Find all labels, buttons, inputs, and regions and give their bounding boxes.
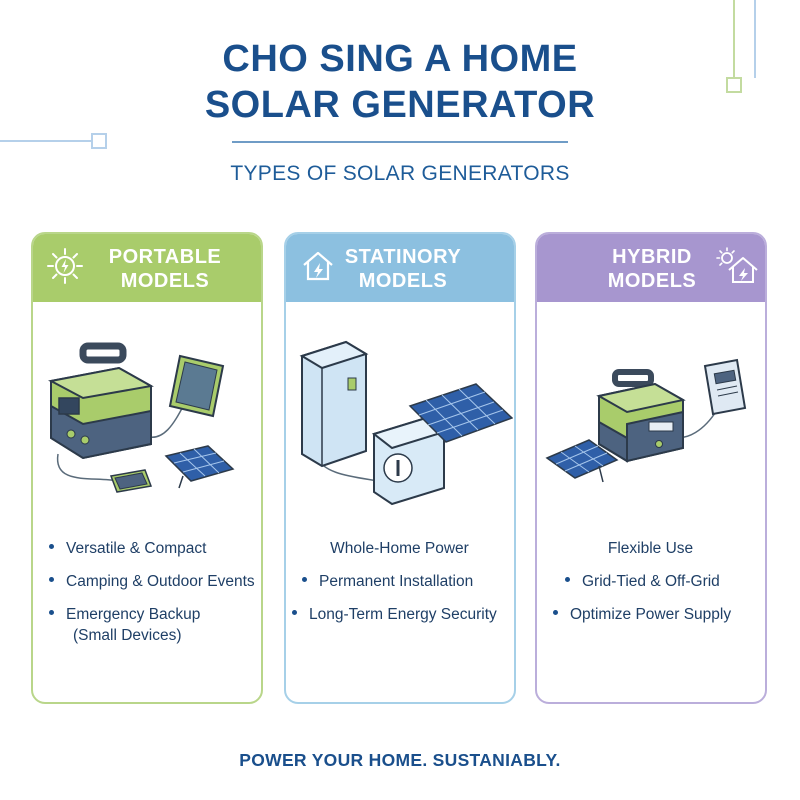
bullet-dot (292, 610, 297, 616)
title-line-1: CHO SING A HOME (222, 38, 578, 80)
card-title-line-2: MODELS (607, 270, 697, 292)
bullet-item: Optimize Power Supply (553, 606, 731, 624)
bullet-item: Long-Term Energy Security (292, 606, 497, 624)
card-portable-models: PORTABLE MODELS Versatile & Compact Camp… (31, 232, 263, 704)
portable-generator-illustration (48, 342, 235, 493)
bullet-item: Flexible Use (607, 540, 694, 557)
page-title: CHO SING A HOME SOLAR GENERATOR (0, 36, 800, 128)
bullet-item: Versatile & Compact (49, 540, 206, 558)
title-divider (232, 141, 568, 143)
bullet-item: Permanent Installation (302, 573, 473, 591)
bullet-item: Camping & Outdoor Events (49, 573, 255, 591)
circuit-decoration-right (726, 0, 756, 93)
bullet-item: Whole-Home Power (330, 540, 469, 557)
card-header: PORTABLE MODELS (33, 234, 261, 302)
card-stationary-models: STATINORY MODELS Whole-Home Power Perman… (284, 232, 516, 704)
sun-house-bolt-icon (716, 247, 758, 283)
bullet-dot (49, 544, 54, 550)
card-title-line-1: PORTABLE (108, 246, 222, 268)
title-line-2: SOLAR GENERATOR (204, 84, 596, 126)
card-title-line-1: STATINORY (344, 246, 462, 268)
bullet-dot (565, 577, 570, 583)
bullet-item: Emergency Backup (49, 606, 200, 624)
stationary-system-illustration (299, 340, 513, 506)
house-bolt-icon (303, 251, 333, 281)
card-title-line-1: HYBRID (612, 246, 692, 268)
card-header: HYBRID MODELS (537, 234, 765, 302)
bullet-dot (553, 610, 558, 616)
bullet-dot (49, 610, 54, 616)
circuit-decoration-left (0, 133, 107, 149)
bullet-dot (302, 577, 307, 583)
card-title-line-2: MODELS (358, 270, 448, 292)
page-subtitle: TYPES OF SOLAR GENERATORS (230, 162, 570, 185)
bullet-item-continuation: (Small Devices) (73, 627, 182, 644)
card-hybrid-models: HYBRID MODELS (535, 232, 767, 704)
hybrid-system-illustration (545, 358, 747, 483)
footer-tagline: POWER YOUR HOME. SUSTANIABLY. (239, 750, 561, 770)
bullet-dot (49, 577, 54, 583)
bullet-item: Grid-Tied & Off-Grid (565, 573, 720, 591)
sun-bolt-icon (47, 248, 83, 284)
card-title-line-2: MODELS (120, 270, 210, 292)
card-header: STATINORY MODELS (286, 234, 514, 302)
